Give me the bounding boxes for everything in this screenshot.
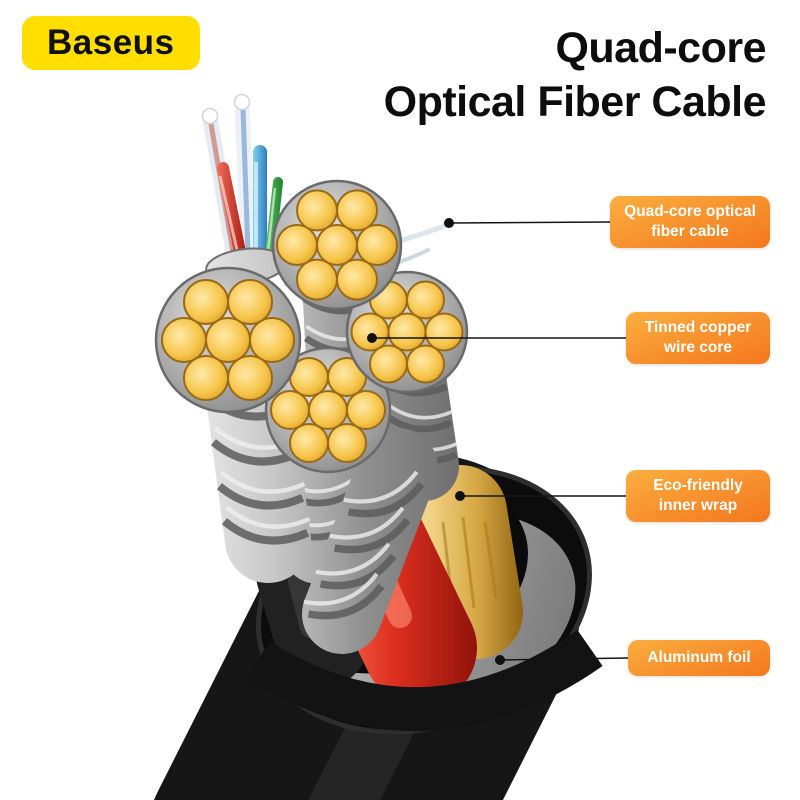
callout-label: Tinned copper wire core	[644, 318, 752, 356]
title-line-2: Optical Fiber Cable	[383, 77, 767, 126]
callout-connectors	[367, 218, 629, 665]
callout-tinned-copper-wire-core: Tinned copper wire core	[626, 312, 770, 364]
title-line-1: Quad-core	[555, 24, 766, 72]
callout-dot-3	[455, 491, 465, 501]
callout-quad-core-optical-fiber-cable: Quad-core optical fiber cable	[610, 196, 770, 248]
callout-dot-1	[444, 218, 454, 228]
callout-label: Eco-friendly inner wrap	[653, 476, 743, 514]
copper-bundle	[154, 266, 302, 414]
callout-label: Quad-core optical fiber cable	[624, 202, 756, 240]
callout-line-1	[448, 221, 611, 224]
callout-dot-2	[367, 333, 377, 343]
baseus-logo-text: Baseus	[47, 23, 175, 62]
page-title: Quad-core Optical Fiber Cable	[383, 22, 767, 130]
baseus-logo: Baseus	[22, 16, 200, 70]
callout-dot-4	[495, 655, 505, 665]
callout-line-4	[499, 657, 629, 661]
callout-aluminum-foil: Aluminum foil	[628, 640, 770, 676]
copper-wire-bundles	[154, 179, 469, 474]
optical-fibers	[201, 93, 287, 285]
callout-label: Aluminum foil	[647, 648, 751, 666]
copper-bundle	[271, 179, 403, 311]
callout-eco-friendly-inner-wrap: Eco-friendly inner wrap	[626, 470, 770, 522]
